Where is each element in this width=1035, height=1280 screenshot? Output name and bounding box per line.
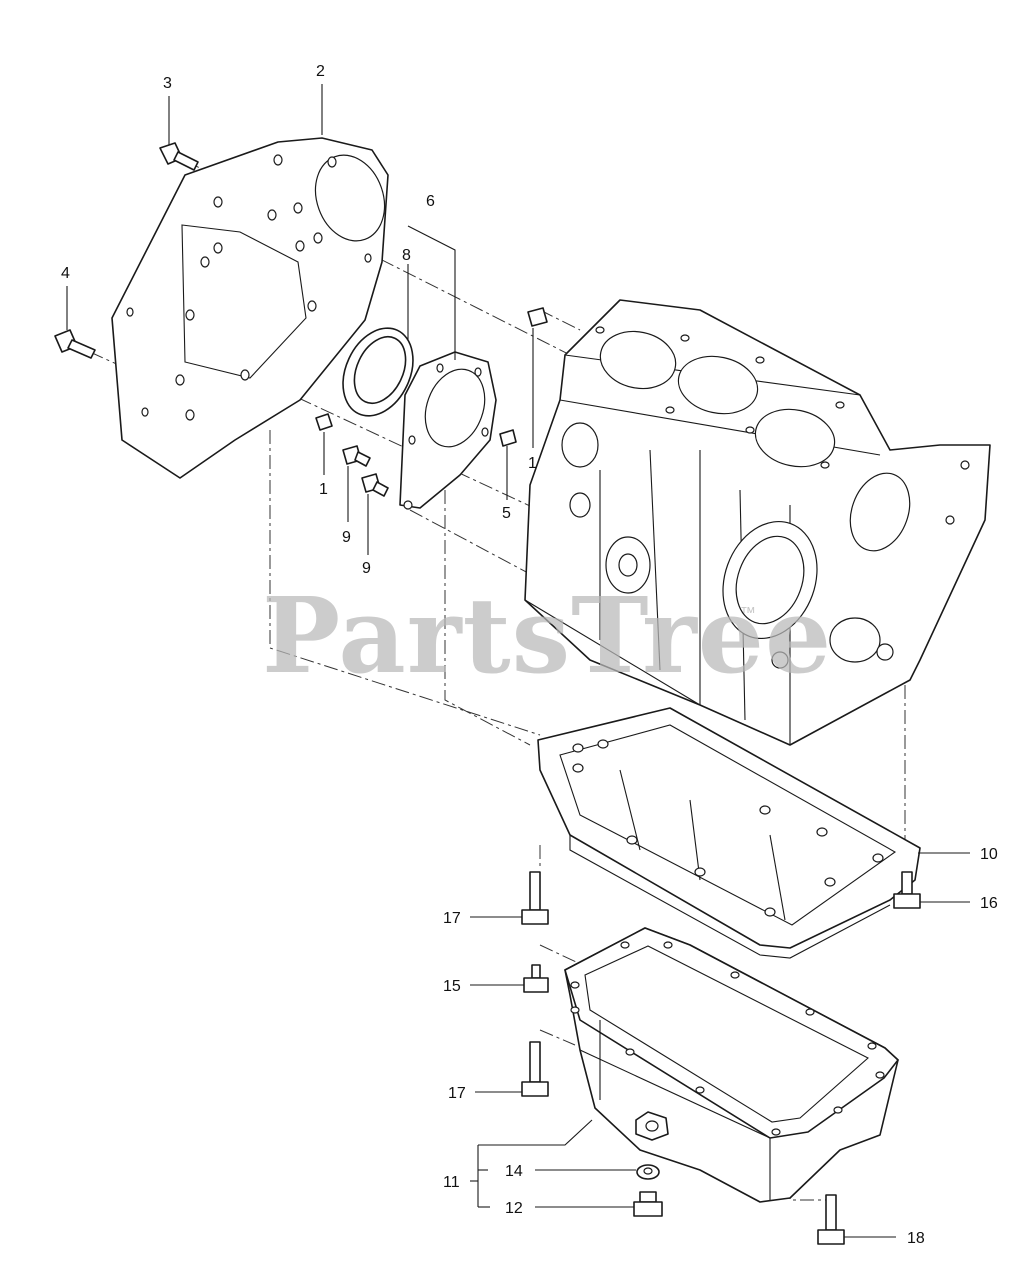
part-14-washer[interactable]	[636, 1164, 660, 1180]
cylinder-block[interactable]	[524, 299, 991, 746]
part-6-seal-case[interactable]	[399, 351, 497, 510]
part-4-bolt[interactable]	[54, 329, 96, 359]
part-8-oil-seal[interactable]	[330, 317, 427, 427]
part-12-drain-plug[interactable]	[633, 1191, 663, 1217]
callout-3[interactable]: 3	[163, 75, 172, 92]
callout-8[interactable]: 8	[402, 247, 411, 264]
part-18-bolt[interactable]	[817, 1194, 845, 1245]
deck-holes	[595, 326, 970, 525]
part-5-pin[interactable]	[499, 429, 517, 447]
callout-9-upper[interactable]: 9	[342, 529, 351, 546]
callout-5[interactable]: 5	[502, 505, 511, 522]
leader-lines	[66, 84, 970, 1238]
drain-boss	[635, 1111, 669, 1141]
callout-labels: 3 2 4 6 8 1 1 5 9 9 10 16 17 15 17 11 14…	[61, 63, 998, 1247]
part-17-bolt-lower[interactable]	[521, 1041, 549, 1097]
part-17-bolt-upper[interactable]	[521, 871, 549, 925]
callout-9-lower[interactable]: 9	[362, 560, 371, 577]
partstree-watermark: PartsTree ™	[262, 574, 832, 697]
callout-18[interactable]: 18	[907, 1230, 925, 1247]
callout-4[interactable]: 4	[61, 265, 70, 282]
callout-17-upper[interactable]: 17	[443, 910, 461, 927]
part-15-bolt[interactable]	[523, 964, 549, 993]
part-3-bolt[interactable]	[159, 142, 199, 171]
callout-6[interactable]: 6	[426, 193, 435, 210]
flywheel-housing-plate[interactable]	[111, 137, 396, 479]
part-10-oil-pan-frame[interactable]	[537, 707, 921, 959]
callout-10[interactable]: 10	[980, 846, 998, 863]
part-9-bolt-upper[interactable]	[342, 445, 371, 467]
part-11-oil-pan[interactable]	[564, 927, 899, 1203]
callout-11[interactable]: 11	[443, 1174, 460, 1191]
callout-1-left[interactable]: 1	[319, 481, 328, 498]
frame-bolt-holes	[572, 739, 884, 917]
part-1-pin-right[interactable]	[527, 307, 548, 327]
callout-14[interactable]: 14	[505, 1163, 523, 1180]
part-9-bolt-lower[interactable]	[361, 473, 389, 497]
callout-1-right[interactable]: 1	[528, 455, 537, 472]
callout-12[interactable]: 12	[505, 1200, 523, 1217]
part-16-bolt[interactable]	[893, 871, 921, 909]
pan-flange-holes	[570, 941, 885, 1136]
plate-bolt-holes	[126, 154, 372, 421]
svg-text:™: ™	[740, 605, 756, 622]
callout-2[interactable]: 2	[316, 63, 325, 80]
part-1-pin-left[interactable]	[315, 413, 333, 431]
callout-15[interactable]: 15	[443, 978, 461, 995]
svg-text:PartsTree: PartsTree	[262, 574, 832, 697]
callout-16[interactable]: 16	[980, 895, 998, 912]
callout-17-lower[interactable]: 17	[448, 1085, 466, 1102]
